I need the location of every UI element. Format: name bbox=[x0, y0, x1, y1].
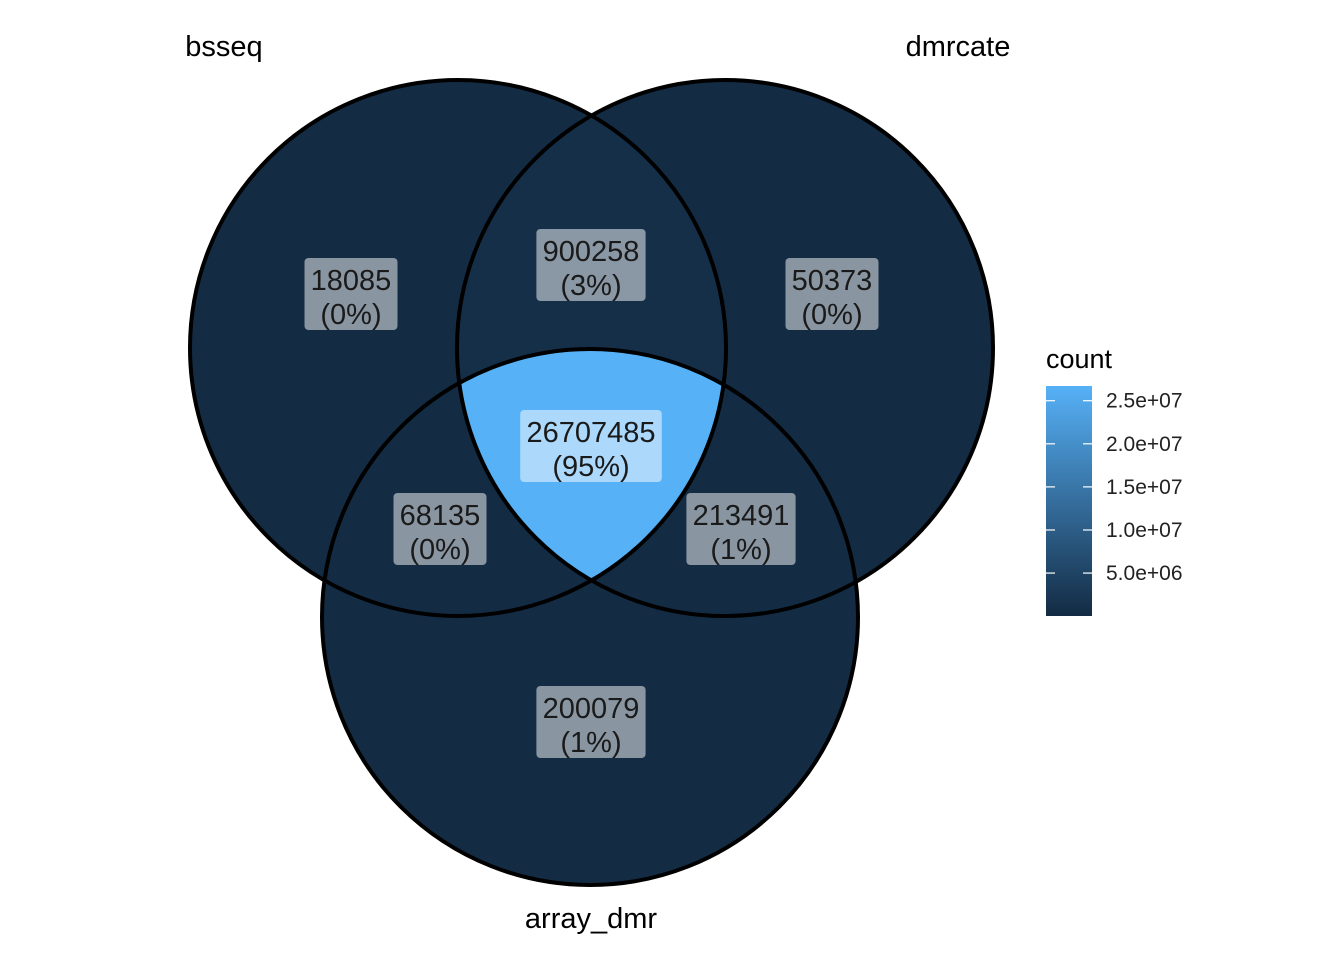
legend-title: count bbox=[1046, 344, 1113, 374]
set-label-bsseq: bsseq bbox=[185, 31, 262, 63]
region-count: 213491 bbox=[693, 500, 790, 532]
legend-tick-label: 1.5e+07 bbox=[1106, 476, 1183, 499]
region-label-ac: 68135(0%) bbox=[393, 493, 487, 566]
region-label-a-only: 18085(0%) bbox=[304, 258, 398, 331]
region-count: 26707485 bbox=[526, 417, 655, 449]
set-label-dmrcate: dmrcate bbox=[906, 31, 1011, 63]
region-label-ab: 900258(3%) bbox=[536, 229, 646, 302]
region-percent: (95%) bbox=[552, 451, 629, 483]
region-percent: (1%) bbox=[710, 534, 771, 566]
region-label-box bbox=[686, 493, 796, 565]
set-circle-dmrcate bbox=[455, 78, 995, 618]
color-legend: count 2.5e+07 2.0e+07 1.5e+07 1.0e+07 5.0e+0… bbox=[1046, 344, 1183, 616]
set-circle-bsseq bbox=[188, 78, 728, 618]
region-count: 68135 bbox=[400, 500, 481, 532]
region-label-abc: 26707485(95%) bbox=[520, 410, 662, 483]
region-percent: (0%) bbox=[409, 534, 470, 566]
region-label-c-only: 200079(1%) bbox=[536, 686, 646, 759]
legend-tick-label: 2.5e+07 bbox=[1106, 390, 1183, 413]
region-label-box bbox=[393, 493, 487, 565]
region-count: 18085 bbox=[311, 265, 392, 297]
region-percent: (1%) bbox=[560, 727, 621, 759]
venn-outlines bbox=[188, 78, 995, 887]
region-count: 200079 bbox=[543, 693, 640, 725]
region-count: 900258 bbox=[543, 236, 640, 268]
legend-tick-label: 1.0e+07 bbox=[1106, 519, 1183, 542]
region-label-box bbox=[304, 258, 398, 330]
legend-ticks: 2.5e+07 2.0e+07 1.5e+07 1.0e+07 5.0e+06 bbox=[1046, 390, 1183, 585]
region-count: 50373 bbox=[792, 265, 873, 297]
legend-tick-label: 5.0e+06 bbox=[1106, 562, 1183, 585]
region-label-bc: 213491(1%) bbox=[686, 493, 796, 566]
region-label-box bbox=[785, 258, 879, 330]
region-label-box bbox=[536, 229, 646, 301]
region-percent: (0%) bbox=[320, 299, 381, 331]
legend-tick-label: 2.0e+07 bbox=[1106, 433, 1183, 456]
region-label-box bbox=[520, 410, 662, 482]
region-labels: 18085(0%)50373(0%)200079(1%)900258(3%)68… bbox=[304, 229, 879, 759]
region-percent: (3%) bbox=[560, 270, 621, 302]
legend-colorbar bbox=[1046, 386, 1092, 616]
region-label-b-only: 50373(0%) bbox=[785, 258, 879, 331]
set-label-array-dmr: array_dmr bbox=[525, 903, 657, 935]
region-percent: (0%) bbox=[801, 299, 862, 331]
set-circle-array-dmr bbox=[320, 347, 860, 887]
region-label-box bbox=[536, 686, 646, 758]
